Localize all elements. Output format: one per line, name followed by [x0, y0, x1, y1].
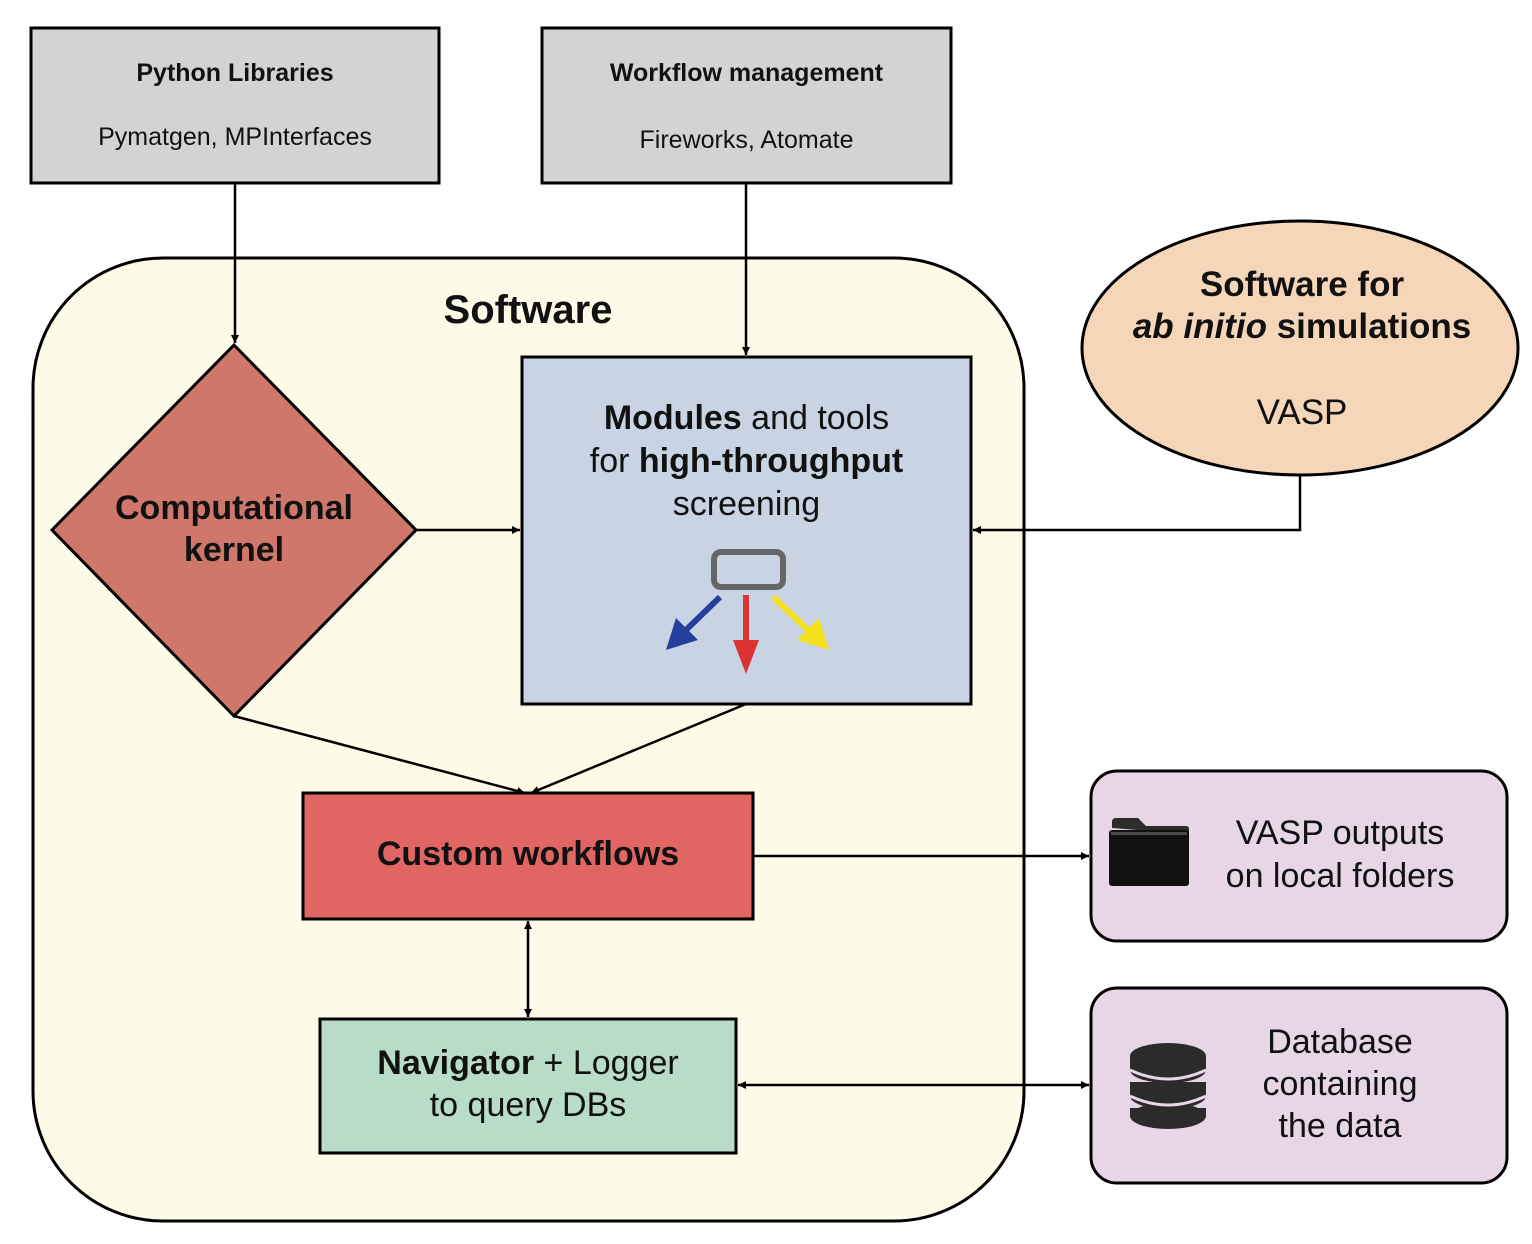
custom-workflows-label: Custom workflows: [376, 835, 680, 873]
python-libraries-title: Python Libraries: [136, 59, 334, 87]
database-line3: the data: [1278, 1107, 1402, 1145]
vasp-outputs-line1: VASP outputs: [1235, 814, 1445, 852]
navigator-rest: + Logger: [534, 1044, 679, 1082]
arrow-modules-to-workflows: [530, 702, 747, 795]
workflow-management-title: Workflow management: [609, 59, 884, 87]
navigator-line2: to query DBs: [429, 1086, 627, 1124]
modules-rest: and tools: [741, 399, 890, 437]
modules-line2: for high-throughput: [522, 441, 971, 482]
modules-line3: screening: [672, 485, 821, 523]
modules-bold: Modules: [603, 399, 742, 437]
ab-initio-vasp: VASP: [1256, 393, 1348, 432]
software-label: Software: [443, 288, 613, 332]
computational-kernel-line2: kernel: [183, 531, 285, 569]
database-line1: Database: [1267, 1023, 1413, 1061]
arrow-kernel-to-workflows: [233, 714, 526, 795]
workflow-management-box: [540, 26, 953, 185]
modules-for: for: [589, 442, 639, 480]
modules-high-throughput: high-throughput: [638, 442, 904, 480]
vasp-outputs-box: [1089, 769, 1509, 943]
ab-initio-line1: Software for: [1199, 265, 1405, 304]
modules-line1: Modules and tools: [522, 398, 971, 439]
ab-initio-ellipse: [1080, 219, 1520, 477]
ab-initio-italic: ab initio: [1132, 307, 1267, 346]
arrow-abinitio-to-modules: [973, 475, 1302, 534]
database-line2: containing: [1262, 1065, 1418, 1103]
database-box: [1089, 986, 1509, 1185]
ab-initio-rest: simulations: [1266, 307, 1472, 346]
database-icon: [1129, 1043, 1207, 1129]
navigator-box: [318, 1017, 738, 1155]
ab-initio-line2: ab initio simulations: [1082, 306, 1522, 348]
navigator-bold: Navigator: [377, 1044, 535, 1082]
computational-kernel-line1: Computational: [115, 489, 353, 527]
workflow-management-subtitle: Fireworks, Atomate: [639, 126, 854, 154]
vasp-outputs-line2: on local folders: [1225, 857, 1455, 895]
python-libraries-subtitle: Pymatgen, MPInterfaces: [98, 123, 372, 151]
python-libraries-box: [29, 26, 441, 185]
branching-arrows-icon: [666, 549, 829, 674]
navigator-line1: Navigator + Logger: [320, 1043, 736, 1084]
folder-icon: [1109, 818, 1189, 886]
